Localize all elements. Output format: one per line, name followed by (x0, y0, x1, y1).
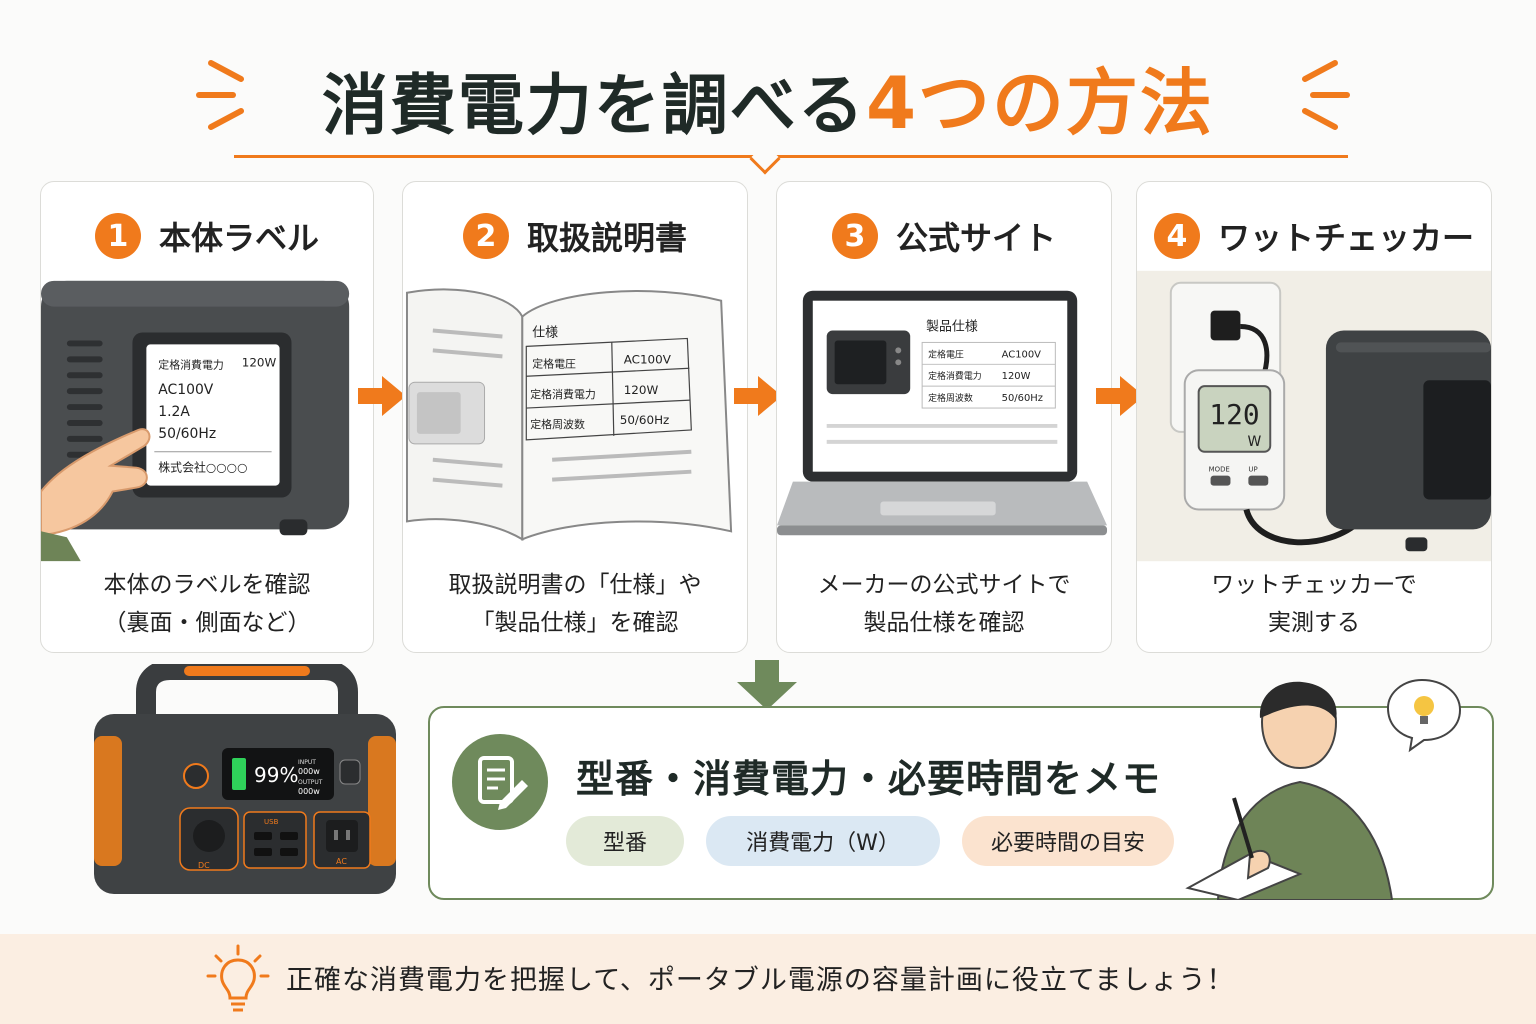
site-spec-row1-val: AC100V (1002, 349, 1042, 360)
arrow-right-icon (734, 376, 782, 416)
lightbulb-icon (206, 944, 270, 1012)
battery-level: 99% (254, 763, 298, 787)
step-2-caption: 取扱説明書の「仕様」や「製品仕様」を確認 (403, 566, 747, 642)
footer-message: 正確な消費電力を把握して、ポータブル電源の容量計画に役立てましょう！ (286, 965, 1235, 996)
spark-left-2 (196, 92, 236, 98)
title-main: 消費電力を調べる (321, 67, 866, 144)
footer-banner: 正確な消費電力を把握して、ポータブル電源の容量計画に役立てましょう！ (0, 934, 1536, 1024)
portable-power-station-illustration: 99% INPUT 000w OUTPUT 000w DC USB AC (94, 664, 396, 894)
input-value: 000w (298, 767, 320, 776)
step-3-number: 3 (831, 213, 878, 259)
usb-label: USB (264, 818, 279, 826)
manual-spec-heading: 仕様 (532, 325, 558, 340)
memo-title: 型番・消費電力・必要時間をメモ (576, 757, 1162, 801)
title-underline (234, 155, 1348, 158)
step-3-caption: メーカーの公式サイトで製品仕様を確認 (777, 566, 1111, 642)
site-spec-row1-key: 定格電圧 (928, 348, 964, 360)
output-value: 000w (298, 787, 320, 796)
step-card-1: 1 本体ラベル 定格消費電力 120W AC100V 1.2A 50/60Hz … (40, 181, 374, 653)
step-2-caption-line1: 取扱説明書の「仕様」や (448, 572, 702, 598)
manual-spec-row3-key: 定格周波数 (530, 417, 585, 431)
label-voltage: AC100V (158, 382, 214, 398)
step-3-header: 3 公式サイト (777, 206, 1111, 266)
title-accent: 4つの方法 (865, 61, 1215, 145)
step-1-number: 1 (94, 213, 141, 259)
manual-spec-row2-key: 定格消費電力 (530, 387, 596, 401)
label-current: 1.2A (158, 404, 190, 420)
site-spec-heading: 製品仕様 (926, 320, 978, 335)
manual-book-illustration: 仕様 定格電圧 AC100V 定格消費電力 120W 定格周波数 50/60Hz (405, 288, 733, 542)
person-writing-illustration (1185, 678, 1462, 900)
site-spec-row2-val: 120W (1002, 371, 1031, 382)
memo-panel: 型番・消費電力・必要時間をメモ 型番 消費電力（W） 必要時間の目安 (428, 678, 1494, 900)
step-4-caption-line2: 実測する (1268, 610, 1360, 636)
tag-model-number: 型番 (566, 816, 684, 866)
watt-checker-illustration: 120 W MODE UP (1137, 270, 1491, 562)
input-label: INPUT (298, 759, 316, 766)
step-2-title: 取扱説明書 (526, 219, 687, 257)
step-2-caption-line2: 「製品仕様」を確認 (471, 610, 679, 636)
meter-reading: 120 (1209, 398, 1259, 431)
meter-unit: W (1247, 434, 1261, 450)
manual-spec-row3-val: 50/60Hz (620, 413, 670, 427)
step-1-caption-line2: （裏面・側面など） (103, 610, 311, 636)
memo-pencil-icon (452, 734, 548, 830)
step-4-caption-line1: ワットチェッカーで (1211, 572, 1417, 598)
step-1-caption-line1: 本体のラベルを確認 (103, 572, 311, 598)
step-2-number: 2 (462, 213, 509, 259)
label-row1-val: 120W (242, 355, 277, 369)
ac-label: AC (336, 857, 347, 866)
site-spec-row3-val: 50/60Hz (1002, 393, 1043, 404)
step-1-header: 1 本体ラベル (41, 206, 373, 266)
meter-btn2-label: UP (1248, 466, 1257, 474)
arrow-right-icon (358, 376, 406, 416)
tag-power-consumption: 消費電力（W） (706, 816, 940, 866)
step-3-caption-line2: 製品仕様を確認 (863, 610, 1025, 636)
arrow-down-icon (737, 660, 797, 710)
step-3-title: 公式サイト (895, 219, 1056, 257)
arrow-right-icon (1096, 376, 1144, 416)
label-maker: 株式会社○○○○ (158, 461, 247, 475)
step-2-header: 2 取扱説明書 (403, 206, 747, 266)
tag-required-time: 必要時間の目安 (962, 816, 1174, 866)
step-card-2: 2 取扱説明書 仕様 定格電圧 AC100V 定格消費電力 120W 定格周 (402, 181, 748, 653)
label-freq: 50/60Hz (158, 426, 216, 442)
step-4-number: 4 (1153, 213, 1200, 259)
site-spec-row3-key: 定格周波数 (928, 392, 973, 404)
laptop-website-illustration: 製品仕様 定格電圧 AC100V 定格消費電力 120W 定格周波数 50/60… (777, 290, 1108, 536)
appliance-label-illustration: 定格消費電力 120W AC100V 1.2A 50/60Hz 株式会社○○○○ (41, 280, 350, 562)
meter-btn1-label: MODE (1209, 466, 1230, 474)
output-label: OUTPUT (298, 779, 323, 786)
manual-spec-row1-key: 定格電圧 (532, 356, 576, 370)
step-card-4: 4 ワットチェッカー 120 W MODE UP ワットチェッカーで実測する (1136, 181, 1492, 653)
step-4-title: ワットチェッカー (1217, 219, 1474, 257)
step-4-caption: ワットチェッカーで実測する (1137, 566, 1491, 642)
step-1-title: 本体ラベル (158, 219, 319, 257)
step-1-caption: 本体のラベルを確認 （裏面・側面など） (41, 566, 373, 642)
dc-label: DC (198, 861, 210, 870)
site-spec-row2-key: 定格消費電力 (928, 370, 982, 382)
manual-spec-row2-val: 120W (624, 383, 659, 397)
page-title: 消費電力を調べる4つの方法 (0, 44, 1536, 149)
step-4-header: 4 ワットチェッカー (1137, 206, 1491, 266)
step-3-caption-line1: メーカーの公式サイトで (817, 572, 1071, 598)
label-row1-key: 定格消費電力 (158, 357, 224, 371)
manual-spec-row1-val: AC100V (624, 352, 672, 366)
spark-right-2 (1310, 92, 1350, 98)
step-card-3: 3 公式サイト 製品仕様 定格電圧 AC100V 定格消費電力 120W 定格周… (776, 181, 1112, 653)
